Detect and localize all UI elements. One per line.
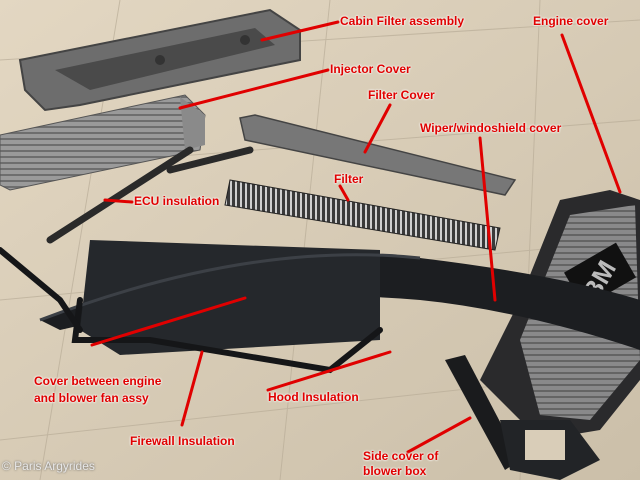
firewall-insulation: [0, 247, 383, 374]
blower-box-side-cover: [445, 355, 600, 480]
pointer-lines: [90, 20, 622, 454]
label-hood-insulation: Hood Insulation: [268, 390, 359, 404]
ecu-insulation: [46, 146, 254, 244]
label-ecu-insulation: ECU insulation: [134, 194, 220, 208]
label-side-cover-line1: Side cover of: [363, 449, 439, 463]
label-filter-cover: Filter Cover: [368, 88, 435, 102]
photo-credit: © Paris Argyrides: [2, 459, 95, 473]
filter-cover: [239, 114, 517, 196]
label-filter: Filter: [334, 172, 364, 186]
label-firewall-insulation: Firewall Insulation: [130, 434, 235, 448]
cabin-filter-assembly: [18, 8, 301, 112]
cabin-filter-element: [224, 179, 501, 251]
injector-cover: [0, 94, 206, 191]
label-wiper-cover: Wiper/windoshield cover: [420, 121, 562, 135]
label-engine-cover: Engine cover: [533, 14, 609, 28]
label-cover-between-line2: and blower fan assy: [34, 391, 149, 405]
label-side-cover-line2: blower box: [363, 464, 427, 478]
label-cover-between-line1: Cover between engine: [34, 374, 162, 388]
label-cabin-filter-assembly: Cabin Filter assembly: [340, 14, 465, 28]
label-injector-cover: Injector Cover: [330, 62, 411, 76]
